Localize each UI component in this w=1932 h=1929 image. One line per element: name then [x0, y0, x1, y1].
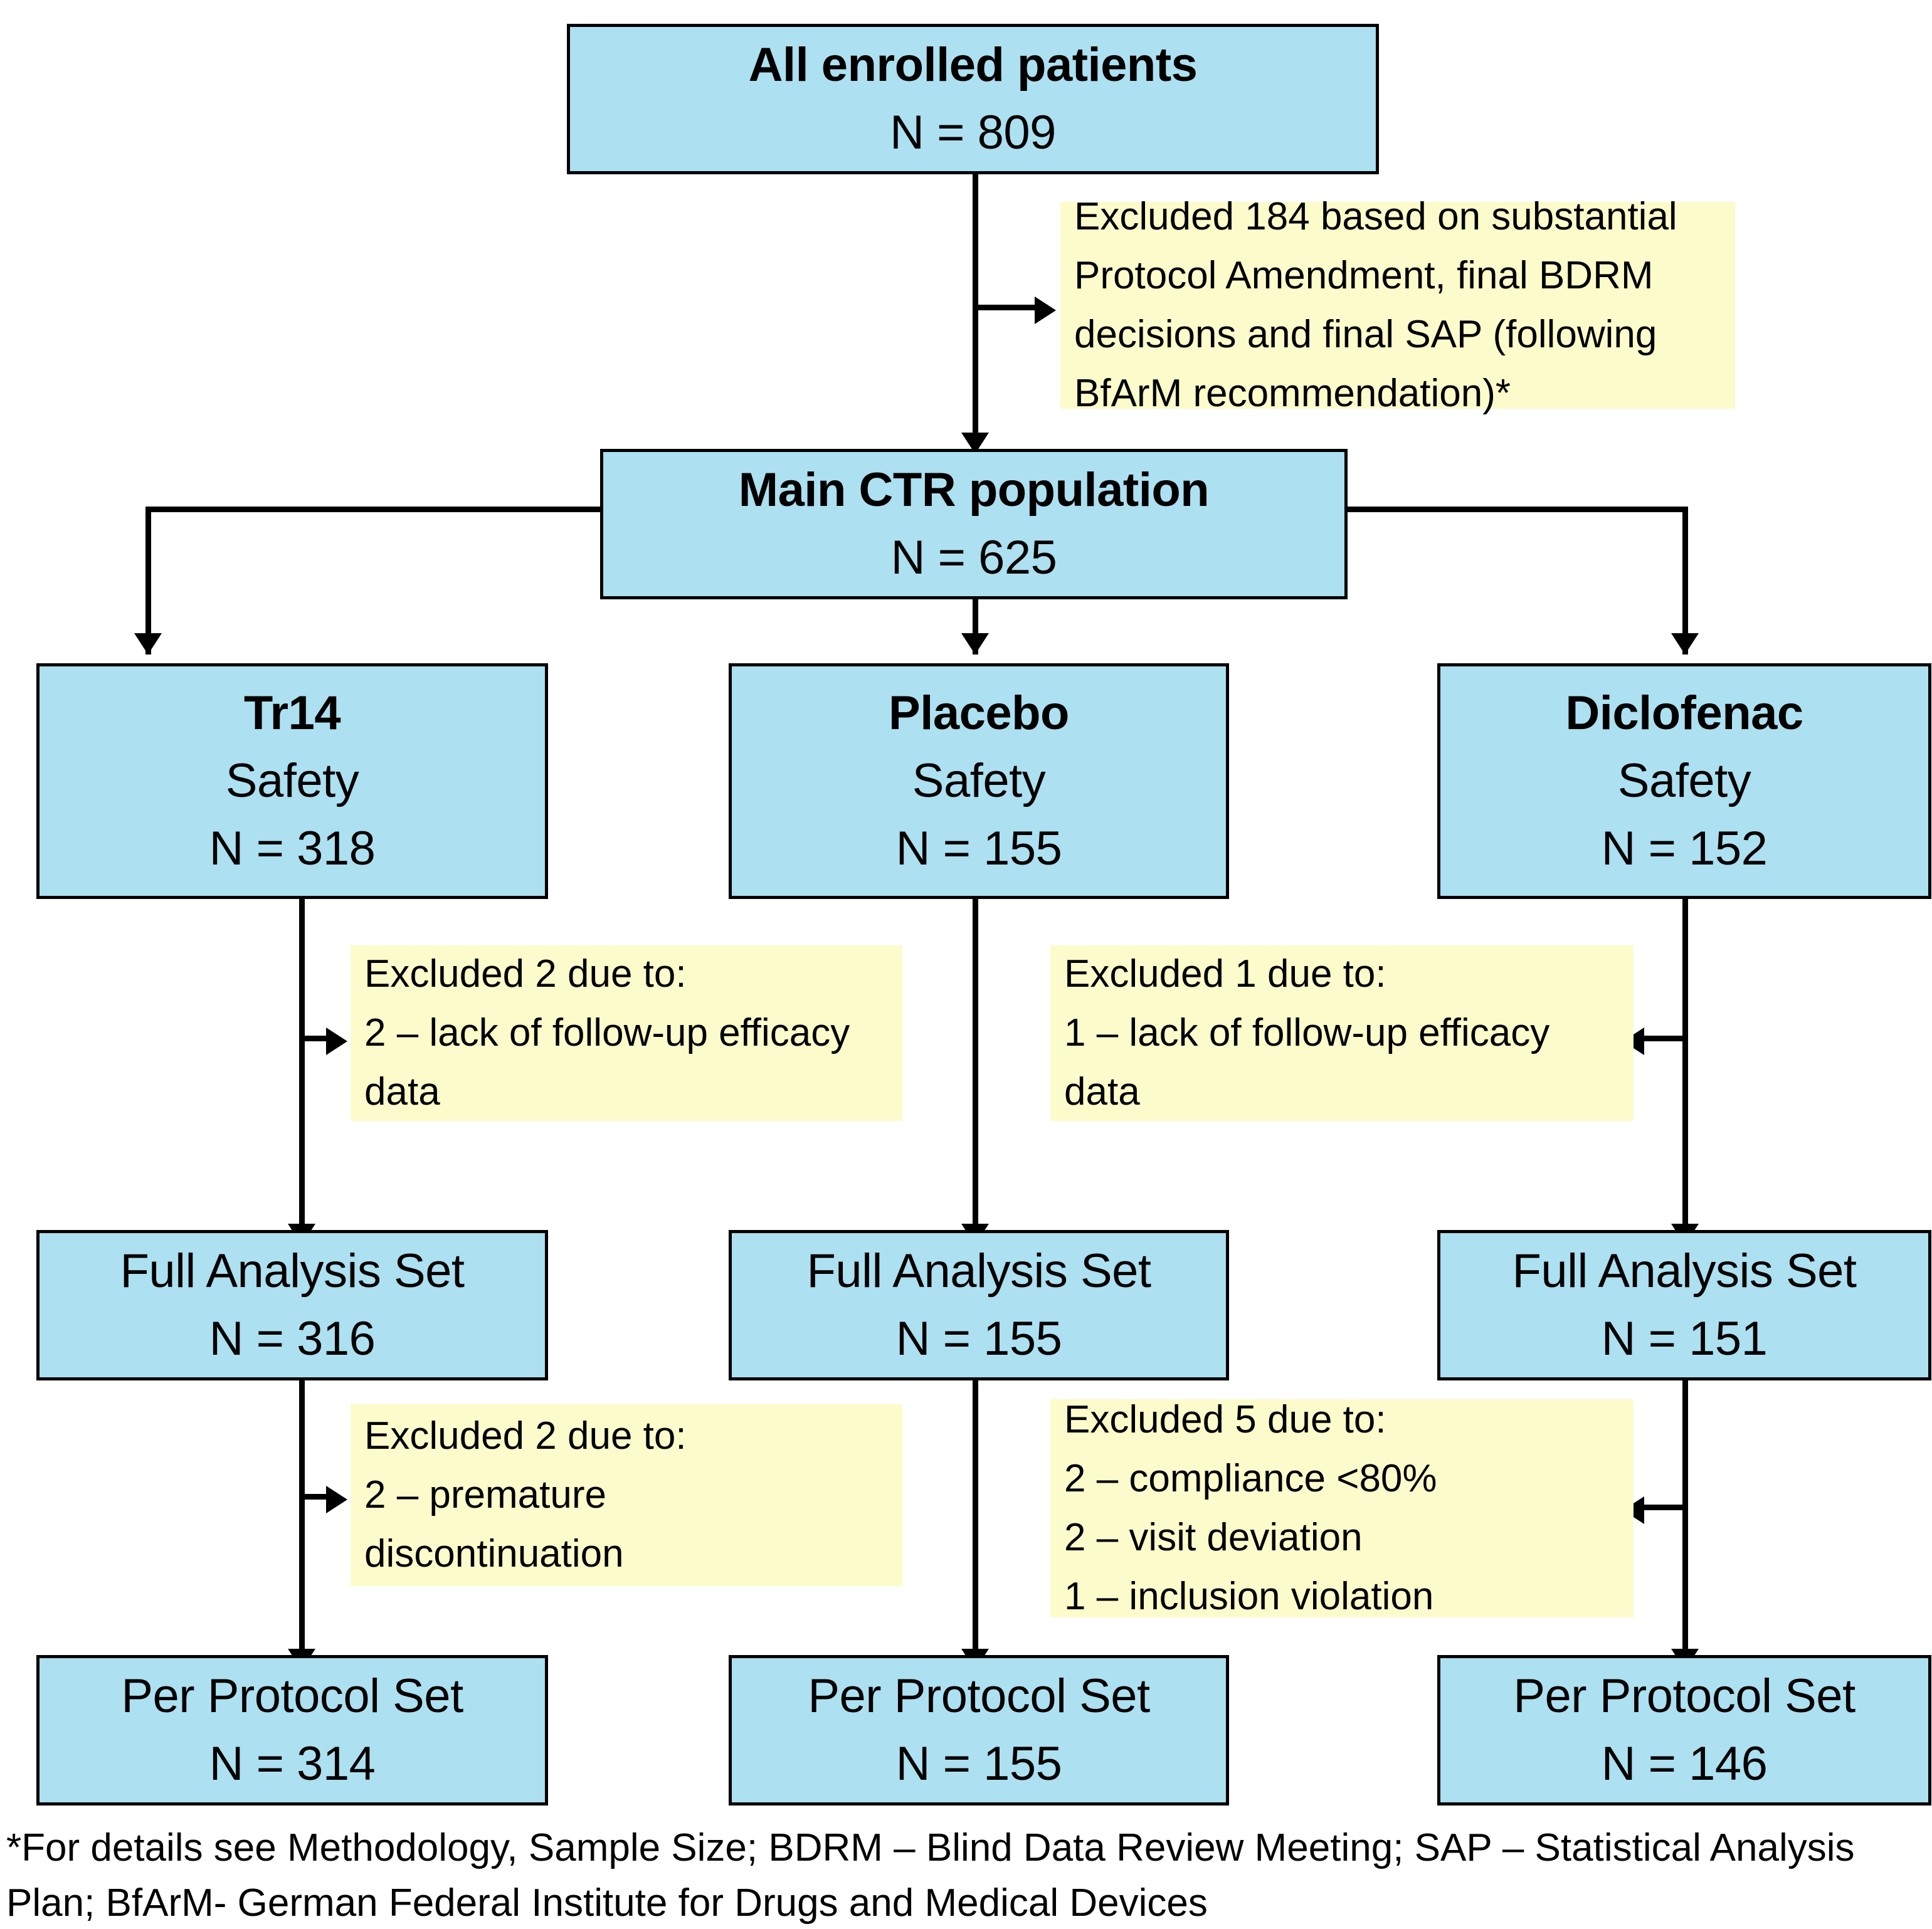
connector-bus-to-tr14: [145, 507, 151, 654]
node-title: Full Analysis Set: [806, 1244, 1151, 1298]
node-count: N = 155: [895, 821, 1062, 875]
footnote: *For details see Methodology, Sample Siz…: [6, 1821, 1925, 1929]
node-count: N = 316: [209, 1312, 376, 1365]
node-title: Full Analysis Set: [120, 1244, 465, 1298]
node-count: N = 809: [890, 106, 1056, 159]
node-tr14-full-analysis-set[interactable]: Full Analysis Set N = 316: [36, 1230, 548, 1380]
node-placebo-safety[interactable]: Placebo Safety N = 155: [729, 663, 1229, 899]
arrowhead-note184: [1035, 297, 1056, 324]
arrowhead-note-tr14-pps: [326, 1486, 347, 1513]
node-title: Diclofenac: [1565, 686, 1803, 740]
node-count: N = 151: [1601, 1312, 1768, 1365]
note-excluded-diclofenac-fas: Excluded 1 due to: 1 – lack of follow-up…: [1050, 945, 1634, 1121]
note-line: 2 – premature: [364, 1473, 606, 1516]
note-line: BfArM recommendation)*: [1074, 372, 1511, 416]
node-count: N = 155: [895, 1312, 1062, 1365]
footnote-line: Plan; BfArM- German Federal Institute fo…: [6, 1881, 1208, 1925]
note-line: Protocol Amendment, final BDRM: [1074, 253, 1654, 297]
node-subtitle: Safety: [225, 754, 359, 808]
node-title: Per Protocol Set: [1513, 1669, 1855, 1723]
node-title: Per Protocol Set: [121, 1669, 463, 1723]
note-line: 2 – visit deviation: [1064, 1516, 1363, 1559]
note-line: discontinuation: [364, 1532, 624, 1576]
connector-tr14-safety-to-fas: [299, 899, 305, 1231]
node-title: Placebo: [889, 686, 1069, 740]
note-line: Excluded 2 due to:: [364, 952, 687, 996]
node-count: N = 146: [1601, 1737, 1768, 1790]
node-count: N = 318: [209, 821, 376, 875]
connector-tr14-fas-to-pps: [299, 1325, 305, 1656]
connector-diclofenac-safety-to-note: [1642, 1036, 1686, 1041]
note-excluded-184: Excluded 184 based on substantial Protoc…: [1060, 195, 1735, 415]
node-tr14-per-protocol-set[interactable]: Per Protocol Set N = 314: [36, 1655, 548, 1805]
node-subtitle: Safety: [1617, 754, 1751, 808]
node-placebo-full-analysis-set[interactable]: Full Analysis Set N = 155: [729, 1230, 1229, 1380]
node-count: N = 625: [890, 531, 1057, 584]
connector-placebo-fas-to-pps: [973, 1325, 978, 1656]
note-line: Excluded 184 based on substantial: [1074, 194, 1677, 238]
node-count: N = 152: [1601, 821, 1768, 875]
note-line: 1 – inclusion violation: [1064, 1575, 1434, 1619]
note-line: data: [364, 1070, 440, 1114]
connector-bus-to-diclofenac: [1682, 507, 1688, 654]
connector-diclofenac-fas-to-pps: [1682, 1325, 1688, 1656]
connector-diclofenac-fas-to-note: [1642, 1505, 1686, 1510]
note-line: 2 – compliance <80%: [1064, 1456, 1437, 1500]
node-placebo-per-protocol-set[interactable]: Per Protocol Set N = 155: [729, 1655, 1229, 1805]
connector-enrolled-to-note184: [973, 305, 1048, 310]
note-excluded-diclofenac-pps: Excluded 5 due to: 2 – compliance <80% 2…: [1050, 1398, 1634, 1618]
connector-bus-to-placebo: [973, 599, 978, 654]
node-count: N = 314: [209, 1737, 376, 1790]
node-diclofenac-per-protocol-set[interactable]: Per Protocol Set N = 146: [1437, 1655, 1931, 1805]
connector-placebo-safety-to-fas: [973, 899, 978, 1231]
arrowhead-placebo-safety: [961, 633, 989, 654]
arrowhead-note-tr14-fas: [326, 1028, 347, 1055]
connector-diclofenac-safety-to-fas: [1682, 899, 1688, 1231]
footnote-line: *For details see Methodology, Sample Siz…: [6, 1826, 1855, 1869]
note-line: Excluded 1 due to:: [1064, 952, 1386, 996]
note-line: Excluded 5 due to:: [1064, 1397, 1386, 1441]
arrowhead-diclofenac-safety: [1671, 633, 1699, 654]
node-title: Main CTR population: [738, 463, 1210, 517]
connector-tr14-fas-to-note: [299, 1494, 338, 1500]
node-subtitle: Safety: [912, 754, 1046, 808]
node-count: N = 155: [895, 1737, 1062, 1790]
note-excluded-tr14-pps: Excluded 2 due to: 2 – premature discont…: [351, 1404, 902, 1586]
note-line: 2 – lack of follow-up efficacy: [364, 1011, 850, 1054]
note-line: data: [1064, 1070, 1140, 1114]
node-title: Full Analysis Set: [1512, 1244, 1857, 1298]
note-line: 1 – lack of follow-up efficacy: [1064, 1011, 1550, 1054]
node-tr14-safety[interactable]: Tr14 Safety N = 318: [36, 663, 548, 899]
note-excluded-tr14-fas: Excluded 2 due to: 2 – lack of follow-up…: [351, 945, 902, 1121]
node-main-ctr-population[interactable]: Main CTR population N = 625: [600, 449, 1348, 599]
note-line: decisions and final SAP (following: [1074, 313, 1657, 356]
node-diclofenac-safety[interactable]: Diclofenac Safety N = 152: [1437, 663, 1931, 899]
node-diclofenac-full-analysis-set[interactable]: Full Analysis Set N = 151: [1437, 1230, 1931, 1380]
node-all-enrolled-patients[interactable]: All enrolled patients N = 809: [567, 24, 1379, 174]
node-title: All enrolled patients: [748, 38, 1198, 92]
connector-tr14-safety-to-note: [299, 1036, 338, 1041]
node-title: Tr14: [243, 686, 341, 740]
note-line: Excluded 2 due to:: [364, 1414, 687, 1458]
node-title: Per Protocol Set: [808, 1669, 1150, 1723]
arrowhead-tr14-safety: [134, 633, 162, 654]
